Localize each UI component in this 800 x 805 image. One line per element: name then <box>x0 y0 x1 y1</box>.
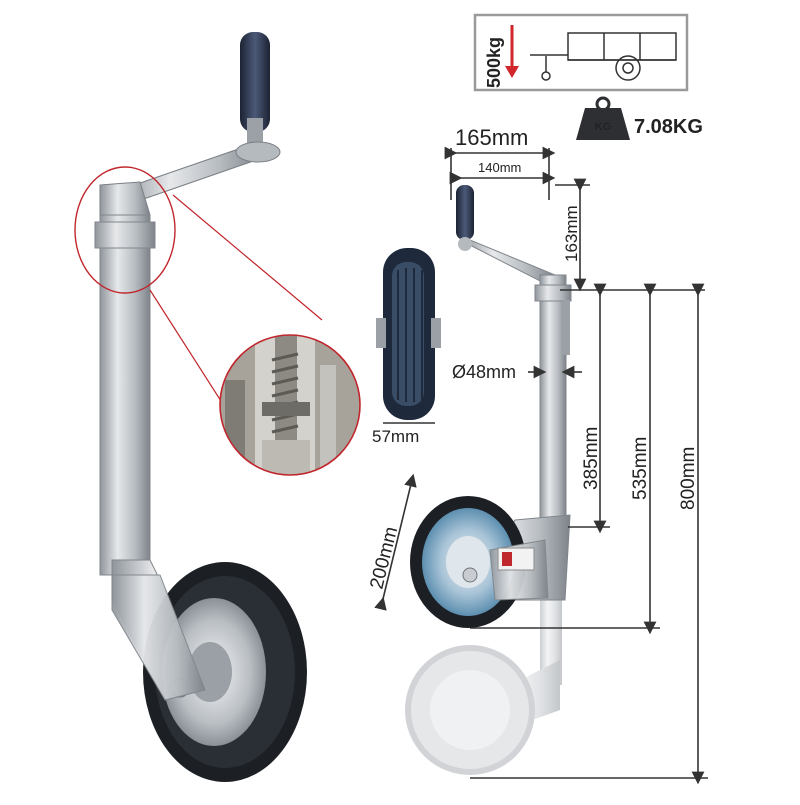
dimensioned-jockey-wheel <box>405 185 572 775</box>
main-jockey-wheel <box>94 32 307 782</box>
dim-handle-grip <box>456 185 474 240</box>
zoom-detail-circle <box>219 334 361 476</box>
main-tube <box>99 214 151 576</box>
min-height-label: 535mm <box>630 437 651 500</box>
main-wheel <box>143 562 307 782</box>
fork-plate <box>111 574 206 701</box>
tube-diameter-label: Ø48mm <box>452 362 516 382</box>
crank-hub <box>235 141 281 163</box>
trailer-icon <box>530 32 677 81</box>
weight-value: 7.08KG <box>634 116 703 138</box>
max-height-label: 800mm <box>678 447 699 510</box>
handle-width-label: 140mm <box>478 160 521 175</box>
tube-collar <box>94 221 156 249</box>
weight-icon-ring <box>595 96 611 112</box>
load-capacity-badge: 500kg <box>473 13 689 92</box>
zoom-line-lower <box>149 289 229 413</box>
overall-width-label: 165mm <box>455 125 528 150</box>
dim-clamp-pin <box>562 300 570 355</box>
down-arrow-icon <box>505 66 519 78</box>
dimension-lines <box>374 146 708 785</box>
dim-main-tube <box>539 274 567 531</box>
weight-badge: KG 7.08KG <box>576 96 703 140</box>
handle-grip <box>240 32 270 148</box>
side-view-wheel <box>376 248 441 420</box>
wheel-width-label: 57mm <box>372 427 419 446</box>
capacity-label: 500kg <box>484 37 504 88</box>
weight-icon-text: KG <box>595 121 612 133</box>
tube-travel-label: 385mm <box>581 427 602 490</box>
zoom-indicator <box>74 166 361 476</box>
weight-icon <box>576 108 630 140</box>
sticker-logo <box>502 552 512 566</box>
handle-height-label: 163mm <box>562 205 581 262</box>
dim-tube-collar <box>534 284 572 302</box>
dim-crank-hub <box>458 237 472 251</box>
zoom-line-upper <box>172 194 323 321</box>
wheel-diameter-label: 200mm <box>366 525 402 592</box>
wheel-diameter-dimline <box>374 473 417 611</box>
badge-frame <box>473 13 689 92</box>
zoom-source-circle <box>74 166 176 294</box>
spindle-detail <box>220 335 360 475</box>
